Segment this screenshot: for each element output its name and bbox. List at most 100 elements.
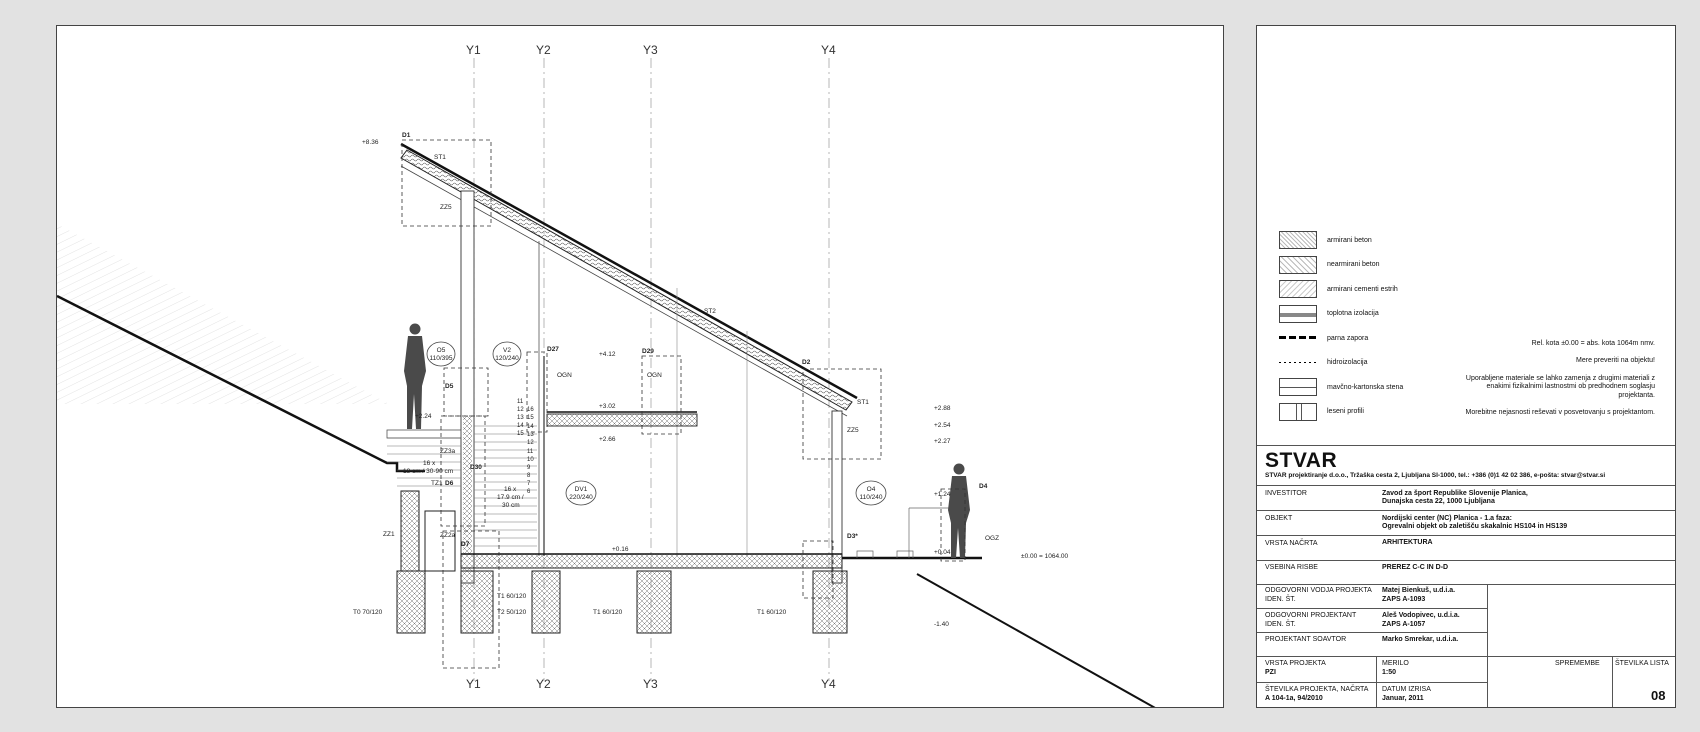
stevilka-projekta-label: ŠTEVILKA PROJEKTA, NAČRTA bbox=[1265, 686, 1369, 693]
stevilka-projekta-value: A 104-1a, 94/2010 bbox=[1265, 695, 1323, 702]
stair-step-number: 15 bbox=[527, 415, 534, 421]
spremembe-label: SPREMEMBE bbox=[1555, 660, 1600, 667]
stair-step-number: 9 bbox=[527, 465, 531, 471]
legend-label: leseni profili bbox=[1327, 408, 1364, 416]
level-mark-2-54: +2.54 bbox=[934, 422, 951, 429]
detail-label-d27: D27 bbox=[547, 346, 559, 353]
stair-side-number: 14 bbox=[517, 423, 524, 429]
opening-o5-name: O5 bbox=[437, 347, 446, 354]
legend-label: nearmirani beton bbox=[1327, 261, 1380, 269]
stair-side-number: 15 bbox=[517, 431, 524, 437]
vodja-label: ODGOVORNI VODJA PROJEKTA bbox=[1265, 587, 1372, 594]
detail-label-d29: D29 bbox=[642, 348, 654, 355]
layer-label-ogz: OGZ bbox=[985, 535, 999, 542]
note-reference-level: Rel. kota ±0.00 = abs. kota 1064m nmv. bbox=[1531, 340, 1655, 347]
axis-gridlines bbox=[473, 58, 830, 681]
axis-label-y1-top: Y1 bbox=[466, 43, 481, 57]
stair-step-number: 16 bbox=[527, 407, 534, 413]
vodja-iden-label: IDEN. ŠT. bbox=[1265, 596, 1296, 603]
layer-label-zz5-right: ZZ5 bbox=[847, 427, 859, 434]
level-mark-4-12: +4.12 bbox=[599, 351, 616, 358]
axis-label-y2-bottom: Y2 bbox=[536, 677, 551, 691]
layer-label-st2: ST2 bbox=[704, 308, 716, 315]
detail-label-d6: D6 bbox=[445, 480, 454, 487]
swatch-vapour-barrier bbox=[1279, 329, 1317, 348]
opening-v2-name: V2 bbox=[503, 347, 511, 354]
section-drawing: Y1 Y2 Y3 Y4 Y1 Y2 Y3 Y4 bbox=[57, 43, 1156, 707]
opening-o4-size: 110/240 bbox=[859, 494, 882, 501]
section-drawing-frame: Y1 Y2 Y3 Y4 Y1 Y2 Y3 Y4 bbox=[56, 25, 1224, 708]
layer-label-zz3a: ZZ3a bbox=[440, 448, 456, 455]
footing-label-t1-c: T1 60/120 bbox=[757, 609, 787, 616]
swatch-plain-concrete bbox=[1279, 255, 1317, 274]
datum-label: DATUM IZRISA bbox=[1382, 686, 1431, 693]
investitor-label: INVESTITOR bbox=[1265, 490, 1307, 497]
projektant-id: ZAPS A-1057 bbox=[1382, 621, 1426, 628]
note-ambiguities: Morebitne nejasnosti reševati v posvetov… bbox=[1465, 409, 1656, 417]
level-mark-2-24: +2.24 bbox=[415, 413, 432, 420]
layer-label-zz1: ZZ1 bbox=[383, 531, 395, 538]
axis-label-y4-top: Y4 bbox=[821, 43, 836, 57]
stair-step-number: 13 bbox=[527, 432, 534, 438]
detail-label-d5: D5 bbox=[445, 383, 454, 390]
soavtor-name: Marko Smrekar, u.d.i.a. bbox=[1382, 636, 1459, 643]
swatch-plasterboard-wall bbox=[1279, 378, 1317, 397]
layer-label-st1-top: ST1 bbox=[434, 154, 446, 161]
axis-label-y2-top: Y2 bbox=[536, 43, 551, 57]
legend-item: nearmirani beton bbox=[1279, 253, 1399, 278]
level-mark-2-27: +2.27 bbox=[934, 438, 951, 445]
footing-label-t0: T0 70/120 bbox=[353, 609, 383, 616]
vodja-id: ZAPS A-1093 bbox=[1382, 596, 1426, 603]
vsebina-label: VSEBINA RISBE bbox=[1265, 564, 1318, 571]
stair-upper-count: 16 x bbox=[423, 460, 436, 467]
opening-dv1-size: 220/240 bbox=[569, 494, 593, 501]
ground-slab bbox=[460, 553, 843, 569]
stair-lower-dims: 17.9 cm / bbox=[497, 494, 524, 501]
footing-label-t1-a: T1 60/120 bbox=[497, 593, 527, 600]
legend-item: hidroizolacija bbox=[1279, 351, 1399, 376]
legend-label: armirani cementi estrih bbox=[1327, 285, 1398, 293]
stair-upper-dims: 18 cm / 30-90 cm bbox=[403, 468, 453, 475]
level-mark-3-02: +3.02 bbox=[599, 403, 616, 410]
stair-step-number: 14 bbox=[527, 424, 534, 430]
stair-step-number: 11 bbox=[527, 449, 534, 455]
stair-lower-dims-2: 30 cm bbox=[502, 502, 520, 509]
note-verify-dimensions: Mere preveriti na objektu! bbox=[1576, 357, 1655, 365]
projektant-label: ODGOVORNI PROJEKTANT bbox=[1265, 612, 1357, 619]
detail-label-d30: D30 bbox=[470, 464, 482, 471]
mezzanine-slab bbox=[546, 413, 698, 427]
level-mark-minus-1-40: -1.40 bbox=[934, 621, 949, 628]
stair-step-number: 10 bbox=[527, 457, 534, 463]
stair-side-number: 13 bbox=[517, 415, 524, 421]
detail-label-d2: D2 bbox=[802, 359, 811, 366]
person-silhouette-inside bbox=[404, 323, 426, 429]
footings bbox=[396, 490, 848, 634]
level-mark-2-66: +2.66 bbox=[599, 436, 616, 443]
detail-label-d4: D4 bbox=[979, 483, 988, 490]
legend-label: hidroizolacija bbox=[1327, 359, 1368, 367]
legend-item: toplotna izolacija bbox=[1279, 302, 1399, 327]
vrsta-nacrta-value: ARHITEKTURA bbox=[1382, 539, 1433, 546]
person-silhouette-outside bbox=[948, 463, 970, 558]
vsebina-value: PREREZ C-C IN D-D bbox=[1382, 564, 1449, 571]
layer-label-ogn-1: OGN bbox=[557, 372, 572, 379]
stair-step-number: 12 bbox=[527, 440, 534, 446]
vodja-name: Matej Bienkuš, u.d.i.a. bbox=[1382, 587, 1456, 594]
stair-step-number: 8 bbox=[527, 473, 531, 479]
investitor-line-2: Dunajska cesta 22, 1000 Ljubljana bbox=[1382, 498, 1495, 505]
footing-label-t2: T2 50/120 bbox=[497, 609, 527, 616]
merilo-label: MERILO bbox=[1382, 660, 1409, 667]
objekt-line-2: Ogrevalni objekt ob zaletišču skakalnic … bbox=[1382, 523, 1568, 530]
level-mark-top: +8.36 bbox=[362, 139, 379, 146]
stevilka-lista-label: ŠTEVILKA LISTA bbox=[1615, 660, 1669, 667]
axis-label-y3-top: Y3 bbox=[643, 43, 658, 57]
walls bbox=[460, 190, 843, 584]
layer-label-st1-right: ST1 bbox=[857, 399, 869, 406]
opening-tags bbox=[426, 341, 887, 506]
legend-item: mavčno-kartonska stena bbox=[1279, 375, 1403, 400]
opening-v2-size: 120/240 bbox=[495, 355, 519, 362]
axis-label-y4-bottom: Y4 bbox=[821, 677, 836, 691]
legend-item: leseni profili bbox=[1279, 400, 1399, 425]
projektant-name: Aleš Vodopivec, u.d.i.a. bbox=[1382, 612, 1460, 619]
